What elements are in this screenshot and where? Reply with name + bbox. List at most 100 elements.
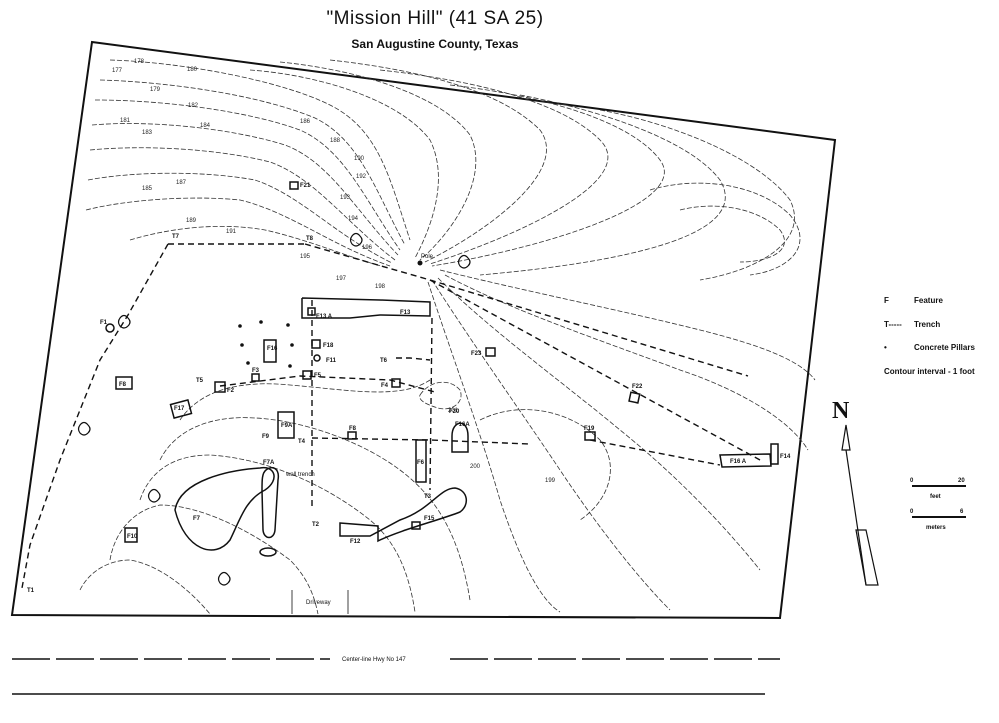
- contour-label: 189: [186, 218, 197, 224]
- feature-label: F8: [349, 426, 357, 432]
- feature-label: F3: [252, 368, 260, 374]
- scale-meters-label: meters: [926, 525, 946, 531]
- legend-pillar-label: Concrete Pillars: [914, 343, 975, 352]
- concrete-pillar: [240, 343, 244, 347]
- scale-feet-label: feet: [930, 494, 941, 500]
- trench-t8-east: [429, 279, 761, 461]
- contour-label: 200: [470, 464, 481, 470]
- trench-t5: [219, 375, 436, 393]
- trench-label: T2: [312, 522, 320, 528]
- contour-label: 187: [176, 180, 187, 186]
- concrete-pillar: [246, 361, 250, 365]
- feature-f8b: [115, 376, 133, 390]
- feature-label: F19: [584, 426, 595, 432]
- contour-label: 182: [188, 103, 199, 109]
- contour-labels: 177 178 179 180 181 182 183 184 185 186 …: [112, 59, 556, 484]
- scale-feet-zero: 0: [910, 478, 914, 484]
- contour-line: [679, 205, 785, 263]
- feature-label: F9A: [281, 423, 293, 429]
- scale-meters-max: 6: [960, 509, 964, 515]
- contour-label: 195: [300, 254, 311, 260]
- legend-trench-key: T-----: [884, 320, 902, 329]
- pole-label: Pole: [421, 254, 434, 260]
- concrete-pillar: [290, 343, 294, 347]
- contour-label: 201: [448, 408, 459, 414]
- contour-label: 193: [340, 195, 351, 201]
- trench-t8: [304, 243, 749, 377]
- map-border: [10, 40, 837, 620]
- trench-label: T1: [27, 588, 35, 594]
- contour-line: [89, 147, 396, 261]
- contour-line: [419, 381, 462, 410]
- concrete-pillar: [238, 324, 242, 328]
- contour-line: [437, 277, 761, 571]
- contour-line: [91, 123, 399, 256]
- feature-label: F2: [227, 388, 235, 394]
- feature-f4: [391, 378, 401, 388]
- contour-line: [249, 69, 439, 259]
- feature-f23: [485, 347, 496, 357]
- scale-feet-max: 20: [958, 478, 965, 484]
- contour-line: [444, 274, 809, 451]
- contour-label: 188: [330, 138, 341, 144]
- contour-label: 196: [362, 245, 373, 251]
- legend-trench: T----- Trench: [884, 320, 940, 329]
- features: [105, 181, 779, 557]
- trench-t1: [21, 243, 169, 589]
- feature-label: F10: [127, 534, 138, 540]
- tree-icon: [117, 314, 131, 329]
- trench-label: T3: [424, 494, 432, 500]
- feature-f13a: [307, 307, 316, 316]
- trench-t3: [429, 317, 433, 491]
- feature-f19: [584, 431, 596, 441]
- feature-label: F7: [193, 516, 201, 522]
- feature-label: F1: [100, 320, 108, 326]
- contour-label: 184: [200, 123, 211, 129]
- feature-f5: [302, 370, 312, 380]
- tree-icon: [217, 571, 231, 586]
- contour-label: 198: [375, 284, 386, 290]
- tree-icon: [147, 488, 161, 503]
- contour-line: [85, 197, 391, 267]
- contour-label: 180: [187, 67, 198, 73]
- legend-contour-interval: Contour interval - 1 foot: [884, 367, 975, 376]
- feature-label: F15: [424, 516, 435, 522]
- legend-trench-label: Trench: [914, 320, 941, 329]
- feature-f22: [628, 391, 641, 404]
- feature-label: F6: [417, 460, 425, 466]
- concrete-pillar: [259, 320, 263, 324]
- feature-f16a: [719, 453, 772, 468]
- contour-lines: [79, 59, 816, 615]
- trench-label: T6: [380, 358, 388, 364]
- contour-line: [329, 59, 547, 263]
- feature-labels: F1 F2 F3 F4 F5 F6 F7 F7A F8 F9 F9A F10 F…: [100, 183, 791, 545]
- concrete-pillar: [286, 323, 290, 327]
- legend-feature-key: F: [884, 296, 889, 305]
- trench-t4: [311, 437, 531, 445]
- legend-feature-label: Feature: [914, 296, 943, 305]
- contour-line: [279, 61, 477, 261]
- feature-f18: [311, 339, 321, 349]
- map-subtitle: San Augustine County, Texas: [351, 37, 519, 51]
- arrow-tail: [855, 529, 879, 586]
- scale-bars: 0 20 feet 0 6 meters: [910, 478, 966, 531]
- feature-f11: [169, 398, 193, 420]
- concrete-pillar: [288, 364, 292, 368]
- feature-f7a: [261, 467, 280, 539]
- contour-line: [649, 182, 801, 276]
- contour-line: [431, 279, 671, 611]
- highway-label: Center-line Hwy No 147: [342, 657, 406, 663]
- feature-label: F23: [471, 351, 482, 357]
- trench-label: T5: [196, 378, 204, 384]
- tree-icon: [457, 254, 471, 269]
- contour-label: 181: [120, 118, 131, 124]
- legend-pillar: •Concrete Pillars: [884, 343, 975, 352]
- contour-label: 199: [545, 478, 556, 484]
- feature-f14: [770, 443, 779, 465]
- trench-label: T4: [298, 439, 306, 445]
- highway: [12, 658, 780, 695]
- contour-line: [109, 59, 411, 241]
- contour-label: 178: [134, 59, 145, 65]
- contour-line: [79, 559, 211, 615]
